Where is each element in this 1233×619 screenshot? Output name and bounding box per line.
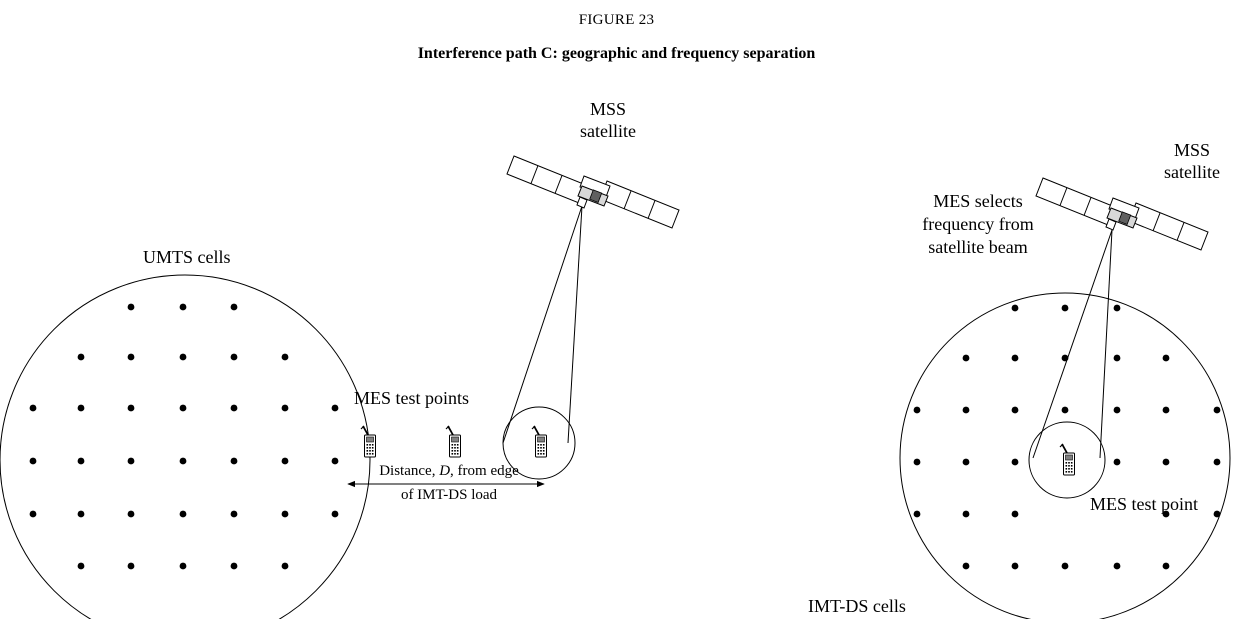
cell-dot [1213, 406, 1221, 414]
cell-dot [1061, 304, 1069, 312]
satellite-beam-footprint [502, 406, 576, 480]
cell-dot [1061, 562, 1069, 570]
cell-dot [1162, 458, 1170, 466]
cell-dot [127, 353, 135, 361]
cell-dot [1113, 354, 1121, 362]
cell-dot [179, 353, 187, 361]
satellite-beam-edge [1032, 229, 1113, 459]
cell-dot [962, 458, 970, 466]
cell-dot [77, 404, 85, 412]
mobile-phone-icon [360, 425, 377, 458]
figure-title: Interference path C: geographic and freq… [417, 45, 816, 62]
cell-dot [127, 457, 135, 465]
mss-satellite-label-right-2: satellite [1164, 162, 1220, 182]
mss-satellite-label-left-2: satellite [580, 121, 636, 141]
cell-dot [179, 562, 187, 570]
cell-dot [29, 510, 37, 518]
cell-dot [1162, 406, 1170, 414]
mes-test-point-label: MES test point [1090, 494, 1198, 514]
cell-dot [1213, 510, 1221, 518]
umts-cell-sites [29, 303, 339, 570]
cell-dot [962, 354, 970, 362]
imt-ds-cell-sites [913, 304, 1221, 570]
satellite-beam-edge [567, 205, 583, 444]
cell-dot [29, 457, 37, 465]
cell-dot [913, 406, 921, 414]
cell-dot [281, 404, 289, 412]
cell-dot [1162, 562, 1170, 570]
umts-cell-area [0, 274, 371, 619]
frequency-note-line3: satellite beam [928, 237, 1027, 257]
frequency-note-line2: frequency from [922, 214, 1033, 234]
cell-dot [281, 353, 289, 361]
cell-dot [127, 303, 135, 311]
cell-dot [1011, 458, 1019, 466]
cell-dot [179, 510, 187, 518]
cell-dot [230, 562, 238, 570]
satellite-icon [1035, 177, 1209, 251]
cell-dot [77, 353, 85, 361]
satellite-beam-edge [502, 205, 583, 444]
cell-dot [230, 404, 238, 412]
cell-dot [281, 457, 289, 465]
left-scenario: UMTS cells MSS satellite MES test points… [0, 99, 680, 619]
mobile-phone-icon [445, 425, 462, 458]
cell-dot [1011, 304, 1019, 312]
cell-dot [1011, 406, 1019, 414]
distance-label-line1: Distance, D, from edge [379, 463, 519, 479]
cell-dot [77, 510, 85, 518]
cell-dot [1113, 458, 1121, 466]
cell-dot [127, 510, 135, 518]
cell-dot [1113, 562, 1121, 570]
frequency-note-line1: MES selects [933, 191, 1023, 211]
cell-dot [281, 562, 289, 570]
cell-dot [230, 510, 238, 518]
cell-dot [962, 562, 970, 570]
cell-dot [913, 510, 921, 518]
satellite-beam-edge [1099, 229, 1113, 459]
right-scenario: IMT-DS cells MSS satellite MES selects f… [808, 140, 1231, 619]
cell-dot [179, 404, 187, 412]
umts-cells-label: UMTS cells [143, 247, 231, 267]
satellite-beam-footprint [1028, 421, 1106, 499]
cell-dot [230, 353, 238, 361]
cell-dot [230, 457, 238, 465]
cell-dot [1162, 510, 1170, 518]
cell-dot [1011, 510, 1019, 518]
cell-dot [127, 404, 135, 412]
cell-dot [77, 562, 85, 570]
mobile-phone-icon [531, 425, 548, 458]
cell-dot [962, 406, 970, 414]
imt-ds-cells-label: IMT-DS cells [808, 596, 906, 616]
cell-dot [331, 510, 339, 518]
cell-dot [1011, 562, 1019, 570]
cell-dot [331, 404, 339, 412]
cell-dot [913, 458, 921, 466]
cell-dot [179, 303, 187, 311]
cell-dot [331, 457, 339, 465]
cell-dot [1061, 406, 1069, 414]
cell-dot [1113, 304, 1121, 312]
distance-label-line2: of IMT-DS load [401, 487, 498, 503]
mss-satellite-label-left-1: MSS [590, 99, 626, 119]
cell-dot [29, 404, 37, 412]
imt-ds-cell-area [899, 292, 1231, 619]
mobile-phone-icon [1059, 443, 1076, 476]
cell-dot [1213, 458, 1221, 466]
cell-dot [179, 457, 187, 465]
cell-dot [77, 457, 85, 465]
cell-dot [127, 562, 135, 570]
cell-dot [1162, 354, 1170, 362]
cell-dot [1011, 354, 1019, 362]
cell-dot [1113, 406, 1121, 414]
figure-number: FIGURE 23 [578, 12, 655, 28]
cell-dot [281, 510, 289, 518]
cell-dot [230, 303, 238, 311]
cell-dot [962, 510, 970, 518]
mes-test-points-label: MES test points [354, 388, 469, 408]
mss-satellite-label-right-1: MSS [1174, 140, 1210, 160]
satellite-icon [506, 155, 680, 229]
